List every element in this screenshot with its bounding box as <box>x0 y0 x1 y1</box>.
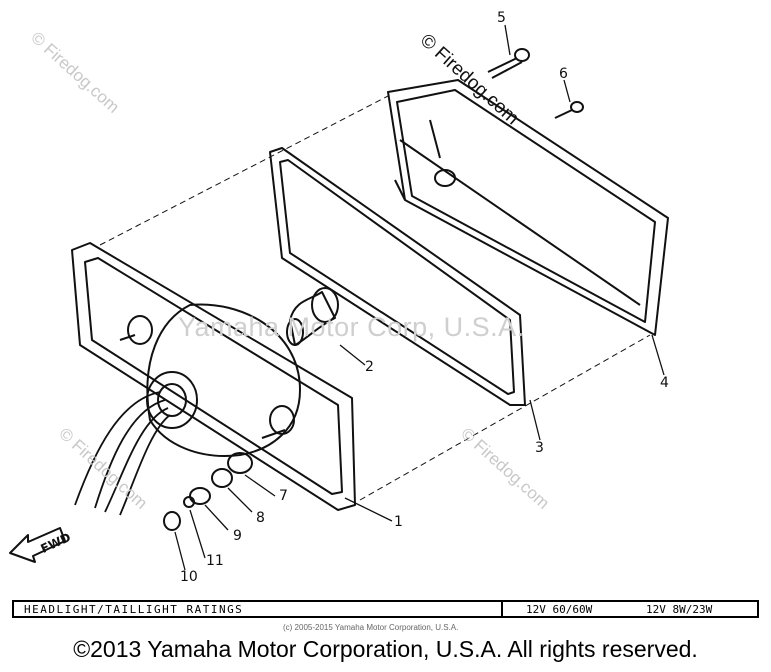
headlight-rating: 12V 60/60W <box>526 603 593 616</box>
spring-washer <box>183 496 195 508</box>
screw-short <box>554 101 584 119</box>
exploded-view-drawing <box>9 24 669 571</box>
alignment-line <box>359 334 651 501</box>
headlight-body <box>71 242 356 511</box>
plain-washer <box>189 487 211 505</box>
ratings-title: HEADLIGHT/TAILLIGHT RATINGS <box>24 603 244 616</box>
part-number-4: 4 <box>660 375 669 391</box>
lens-gasket <box>269 147 526 406</box>
ratings-bar: HEADLIGHT/TAILLIGHT RATINGS 12V 60/60W 1… <box>12 600 759 618</box>
watermark-center: Yamaha Motor Corp, U.S.A. <box>178 312 525 342</box>
part-number-10: 10 <box>180 569 198 585</box>
forward-arrow-icon <box>9 527 66 563</box>
taillight-rating: 12V 8W/23W <box>646 603 713 616</box>
part-number-5: 5 <box>497 10 506 26</box>
nut-small <box>163 511 181 531</box>
part-number-11: 11 <box>206 553 224 569</box>
main-copyright: ©2013 Yamaha Motor Corporation, U.S.A. A… <box>73 636 698 662</box>
wire-harness <box>74 391 171 516</box>
part-number-8: 8 <box>256 510 265 526</box>
nut <box>211 468 233 488</box>
part-number-2: 2 <box>365 359 374 375</box>
part-number-1: 1 <box>394 514 403 530</box>
part-number-7: 7 <box>279 488 288 504</box>
lens-housing <box>387 79 669 336</box>
screw-long <box>487 48 530 79</box>
parts-diagram: © Firedog.com © Firedog.com © Firedog.co… <box>9 10 669 585</box>
small-copyright: (c) 2005-2015 Yamaha Motor Corporation, … <box>283 623 459 632</box>
leader-lines <box>174 24 665 571</box>
bulb <box>286 287 339 346</box>
ratings-divider <box>501 602 503 616</box>
rubber-washer <box>227 452 253 474</box>
part-number-9: 9 <box>233 528 242 544</box>
part-number-6: 6 <box>559 66 568 82</box>
part-number-3: 3 <box>535 440 544 456</box>
alignment-line <box>99 94 391 246</box>
